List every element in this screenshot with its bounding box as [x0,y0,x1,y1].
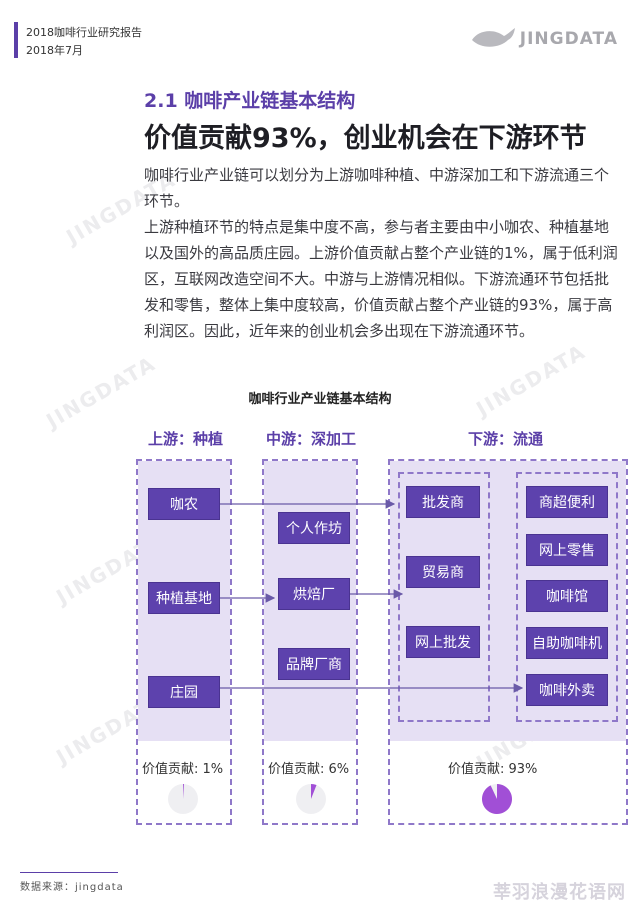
midstream-value: 价值贡献: 6% [268,762,350,777]
report-date: 2018年7月 [26,44,83,57]
pie-slice [183,784,184,799]
upstream-label: 上游：种植 [148,430,224,448]
node-vending-machine: 自助咖啡机 [526,627,608,659]
node-coffee-farmer: 咖农 [148,488,220,520]
node-cafe: 咖啡馆 [526,580,608,612]
node-trader: 贸易商 [406,556,480,588]
node-roastery: 烘焙厂 [278,578,350,610]
node-plantation-base: 种植基地 [148,582,220,614]
node-supermarket: 商超便利 [526,486,608,518]
brand-logo: JINGDATA [470,26,618,52]
pie-upstream [168,784,198,814]
node-estate: 庄园 [148,676,220,708]
body-paragraph: 上游种植环节的特点是集中度不高，参与者主要由中小咖农、种植基地以及国外的高品质庄… [144,218,618,340]
midstream-panel [262,459,358,825]
data-source: 数据来源：jingdata [20,882,124,893]
downstream-value: 价值贡献: 93% [448,762,538,777]
diagram-title: 咖啡行业产业链基本结构 [248,392,392,407]
downstream-panel [388,459,628,825]
corner-watermark: 莘羽浪漫花语网 [493,882,626,903]
pie-midstream [296,784,326,814]
retail-group [516,472,618,722]
downstream-label: 下游：流通 [468,430,544,448]
pie-slice [311,784,317,799]
report-title: 2018咖啡行业研究报告 [26,26,142,39]
body-paragraph: 咖啡行业产业链可以划分为上游咖啡种植、中游深加工和下游流通三个环节。 [144,166,610,210]
node-wholesaler: 批发商 [406,486,480,518]
header-accent-bar [14,22,18,58]
footer-divider [20,872,118,873]
pie-downstream [482,784,513,815]
node-coffee-delivery: 咖啡外卖 [526,674,608,706]
upstream-panel [136,459,232,825]
upstream-value: 价值贡献: 1% [142,762,224,777]
page-headline: 价值贡献93%，创业机会在下游环节 [144,123,587,154]
whale-logo-icon [471,28,515,47]
node-workshop: 个人作坊 [278,512,350,544]
pie-slice [482,784,513,815]
node-brand-maker: 品牌厂商 [278,648,350,680]
section-title: 2.1 咖啡产业链基本结构 [144,90,356,112]
logo-text: JINGDATA [519,29,618,49]
body-text: 咖啡行业产业链可以划分为上游咖啡种植、中游深加工和下游流通三个环节。 上游种植环… [144,162,622,344]
node-online-wholesale: 网上批发 [406,626,480,658]
midstream-label: 中游：深加工 [266,430,357,448]
node-online-retail: 网上零售 [526,534,608,566]
